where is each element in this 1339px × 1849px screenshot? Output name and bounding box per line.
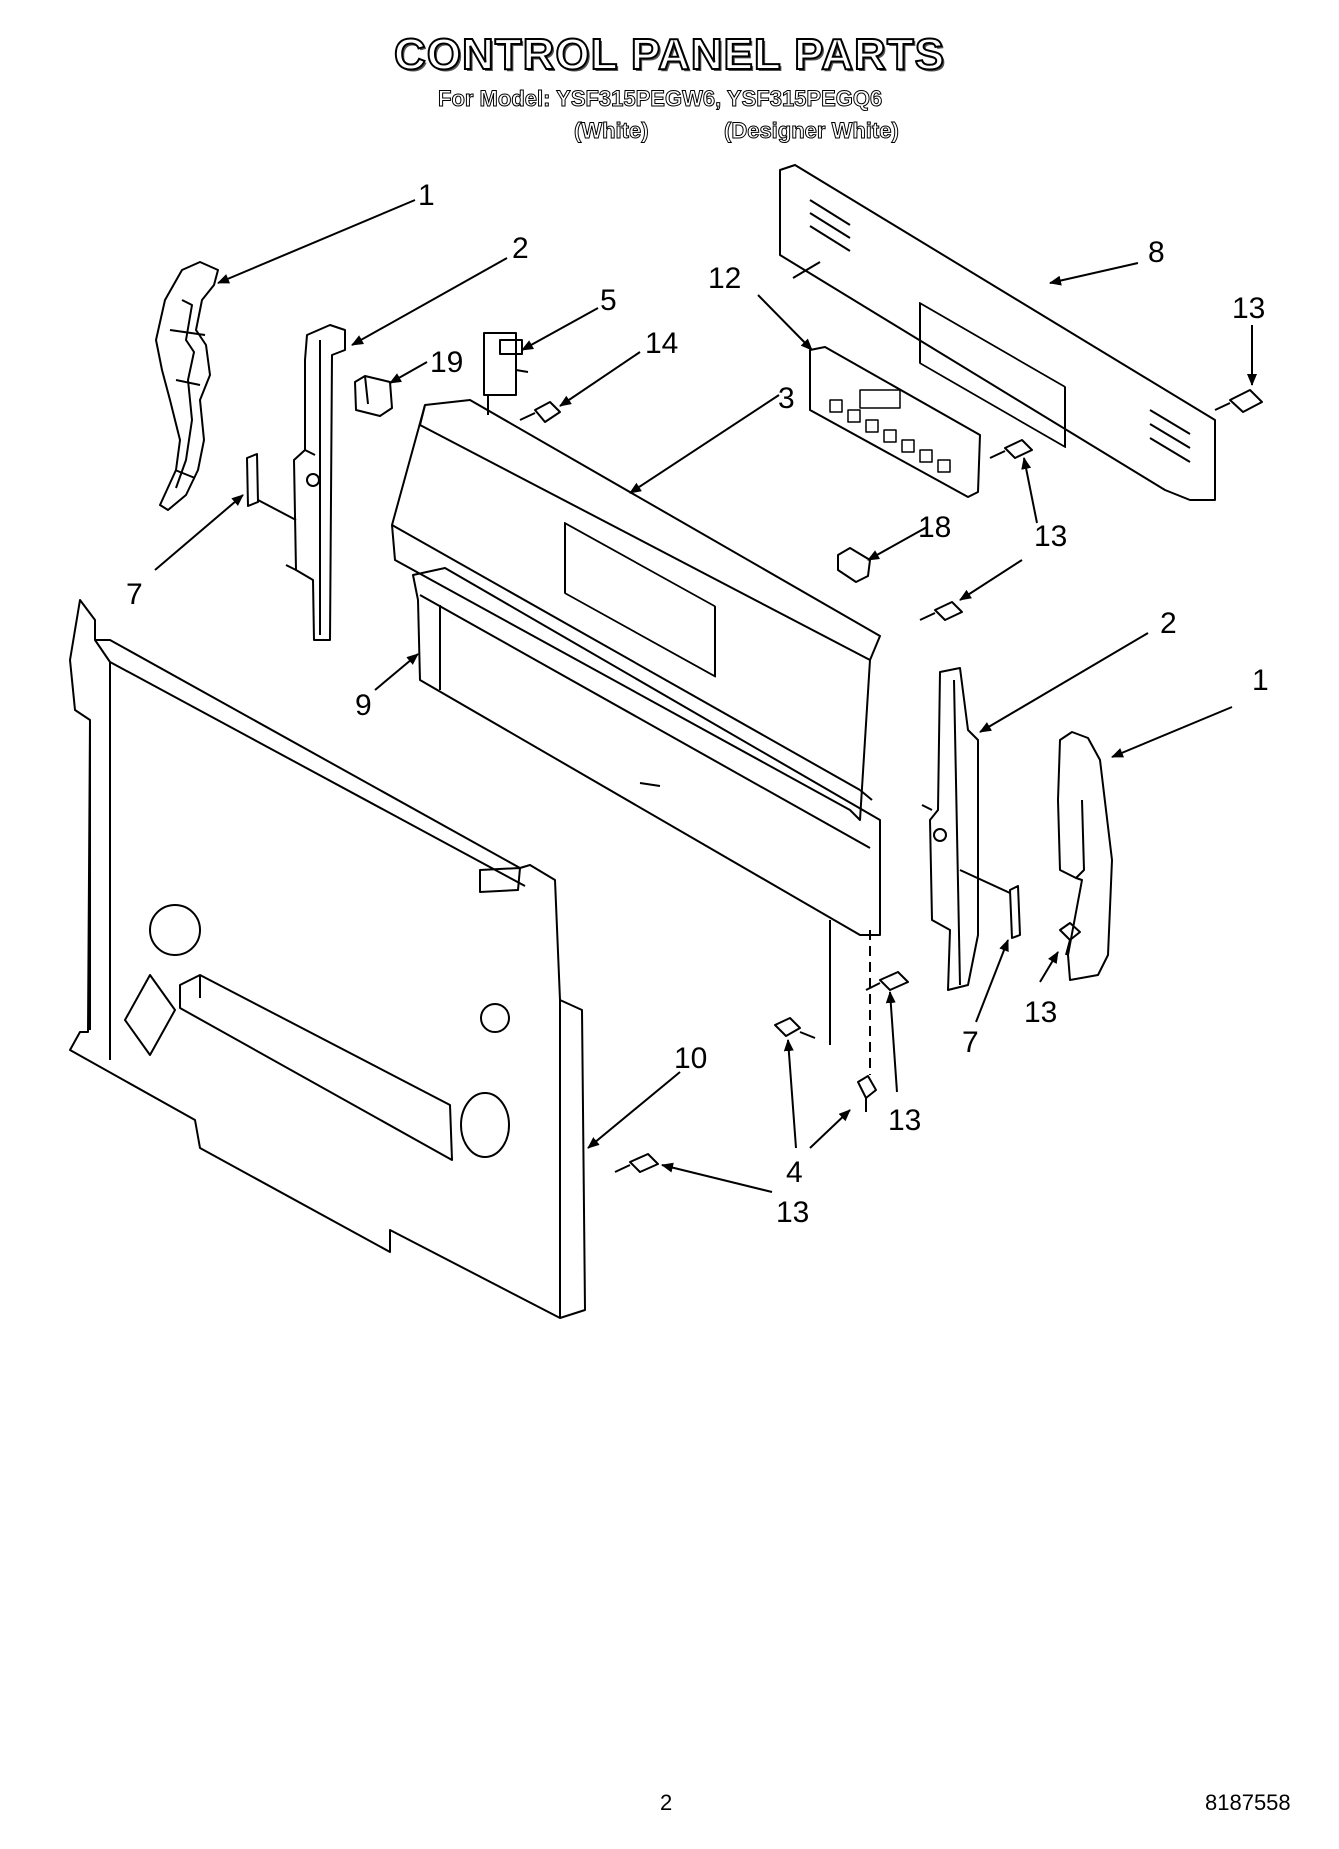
callout-19: 19 [430, 346, 463, 379]
callout-3: 3 [778, 382, 795, 415]
document-number: 8187558 [1205, 1790, 1291, 1815]
part-10-back-shield [69, 599, 586, 1319]
part-3-control-panel [391, 399, 881, 821]
callout-18: 18 [918, 511, 951, 544]
callout-13-lower: 13 [888, 1104, 921, 1137]
callout-8: 8 [1148, 236, 1165, 269]
callout-12: 12 [708, 262, 741, 295]
leader-4-right [809, 1109, 851, 1149]
part-19-clip [354, 375, 393, 417]
leader-13-mid [959, 559, 1023, 601]
part-18-clip [837, 547, 871, 583]
part-5-switch [483, 332, 529, 415]
leader-1-left [217, 199, 416, 284]
callout-7-left: 7 [126, 578, 143, 611]
leader-3 [629, 394, 780, 494]
screw-13-lower [865, 971, 909, 991]
part-12-electronic-control [809, 346, 981, 498]
callout-7-right: 7 [962, 1026, 979, 1059]
model-subtitle: For Model: YSF315PEGW6, YSF315PEGQ6 [437, 86, 883, 112]
screw-13-upper-right [1214, 389, 1263, 413]
callout-5: 5 [600, 284, 617, 317]
screw-13-middle [919, 601, 963, 621]
screw-13-right-cap [1059, 922, 1081, 956]
color-label-designer-white: (Designer White) [724, 118, 900, 144]
leader-8 [1049, 262, 1139, 286]
callout-1-left: 1 [418, 179, 435, 212]
part-7-left-clip [246, 453, 297, 521]
callout-numbers: 1 2 5 19 14 12 3 8 13 13 18 2 1 7 9 7 13… [126, 179, 1269, 1229]
part-7-right-clip [959, 869, 1021, 939]
leader-13-lower [885, 991, 898, 1093]
screw-13-keypad [989, 439, 1033, 459]
screw-4-left [774, 920, 831, 1045]
callout-13-rightcap: 13 [1024, 996, 1057, 1029]
leader-13-rightcap [1039, 951, 1059, 983]
leader-7-left [154, 494, 244, 571]
callout-13-keypad: 13 [1034, 520, 1067, 553]
part-9-trim-strip [412, 567, 881, 936]
part-2-right-side-bracket [921, 667, 979, 991]
callout-9: 9 [355, 689, 372, 722]
screw-4-right [857, 930, 877, 1112]
callout-14: 14 [645, 327, 678, 360]
callout-13-bottom: 13 [776, 1196, 809, 1229]
part-1-left-end-cap [155, 261, 219, 511]
leader-9 [374, 653, 419, 691]
leader-2-right [979, 632, 1149, 733]
page-title: CONTROL PANEL PARTS [393, 29, 946, 80]
leader-13-keypad [1021, 457, 1038, 524]
callout-13-top: 13 [1232, 292, 1265, 325]
screw-13-bottom [614, 1153, 659, 1173]
callout-2-right: 2 [1160, 607, 1177, 640]
part-8-rear-panel [779, 164, 1216, 501]
callout-4: 4 [786, 1156, 803, 1189]
leader-10 [587, 1071, 681, 1149]
part-1-right-end-cap [1057, 731, 1113, 981]
leader-12 [757, 294, 813, 351]
leader-14 [559, 351, 641, 407]
leader-19 [389, 361, 428, 384]
leader-lines [154, 199, 1257, 1193]
leader-5 [521, 307, 599, 351]
part-2-left-side-bracket [285, 324, 346, 641]
leader-13-bottom [661, 1162, 773, 1193]
leader-7-right [975, 939, 1009, 1023]
part-14-screw [519, 401, 561, 423]
color-label-white: (White) [574, 118, 650, 144]
leader-4-left [783, 1039, 797, 1149]
leader-1-right [1111, 706, 1233, 758]
callout-1-right: 1 [1252, 664, 1269, 697]
callout-10: 10 [674, 1042, 707, 1075]
leader-18 [867, 526, 928, 561]
page-number: 2 [660, 1790, 673, 1815]
leader-2-left [351, 257, 508, 346]
callout-2-left: 2 [512, 232, 529, 265]
